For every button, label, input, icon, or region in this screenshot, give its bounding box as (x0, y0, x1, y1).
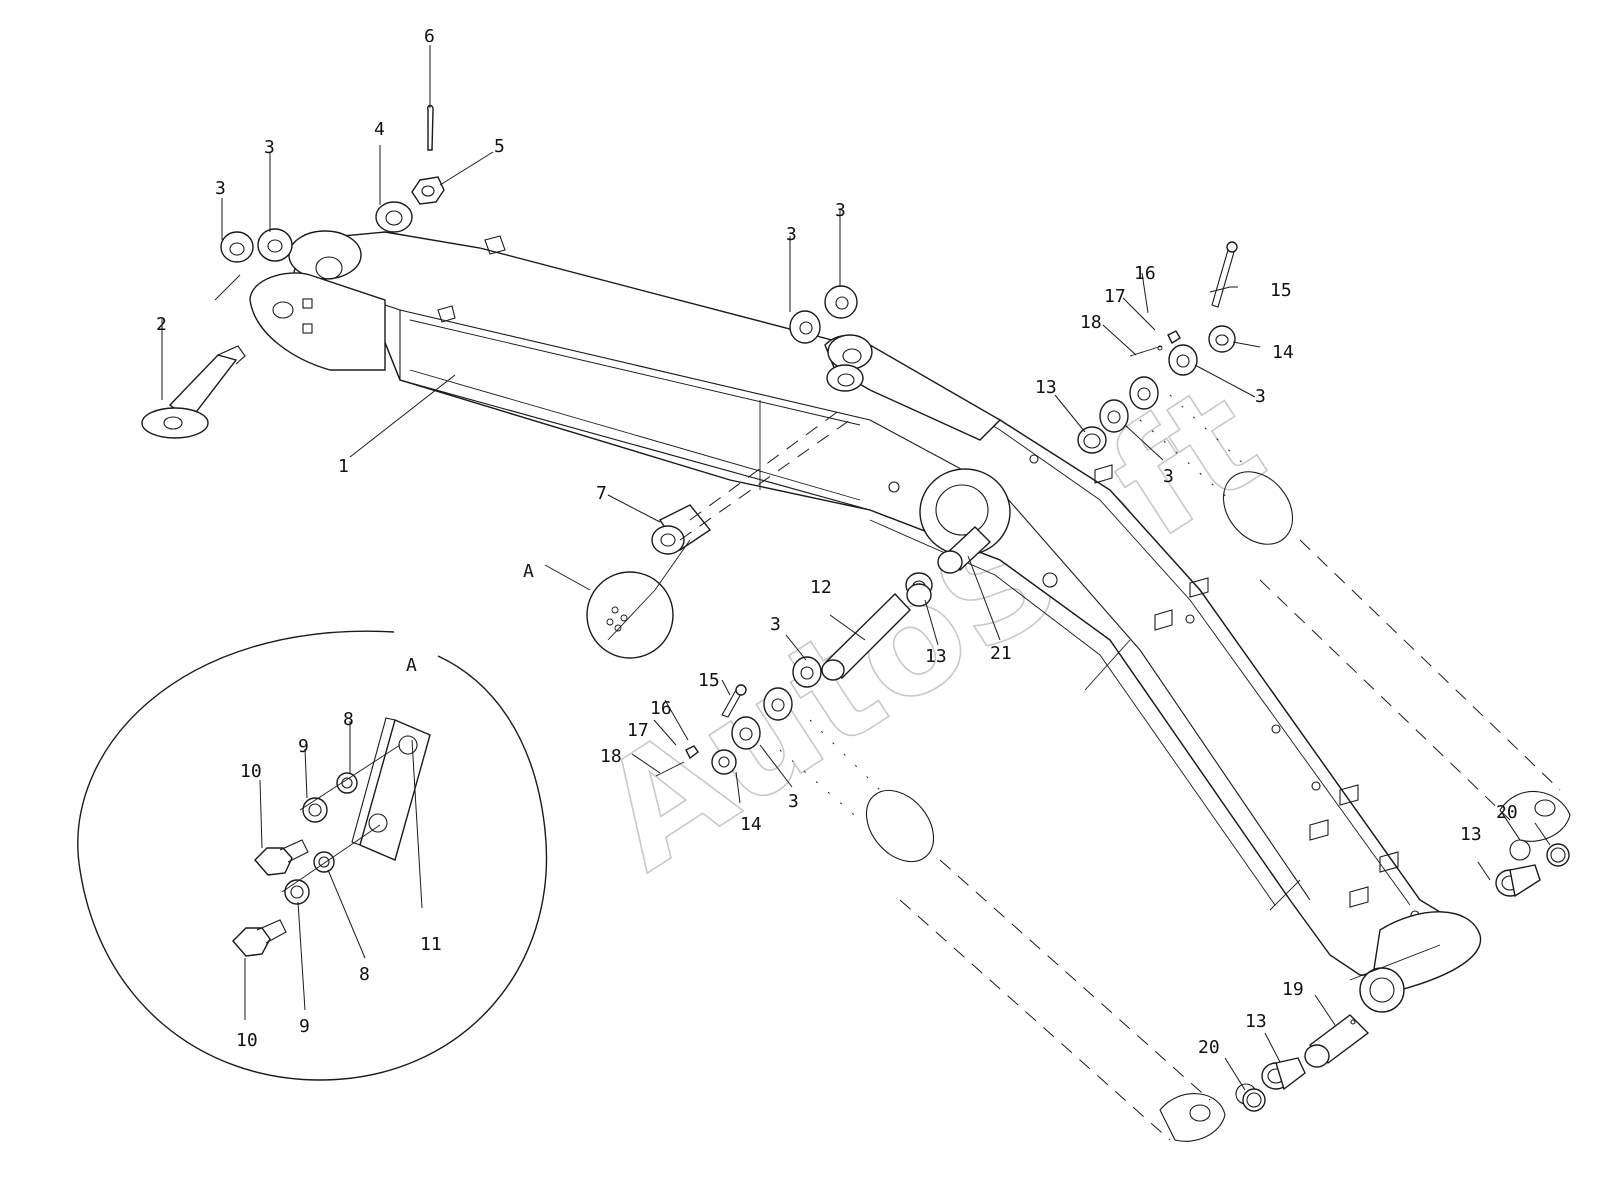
label-6: 6 (424, 26, 435, 47)
detail-callout-a (544, 539, 691, 659)
label-18: 18 (1080, 312, 1102, 333)
label-16: 16 (1134, 263, 1156, 284)
label-13: 13 (925, 646, 947, 667)
spacer-4 (375, 201, 413, 233)
label-3: 3 (1255, 386, 1266, 407)
label-13: 13 (1460, 824, 1482, 845)
label-3: 3 (835, 200, 846, 221)
detail-a-title: A (406, 655, 417, 676)
label-5: 5 (494, 136, 505, 157)
label-9: 9 (298, 736, 309, 757)
pin-retainer-set (375, 104, 445, 233)
label-13: 13 (1035, 377, 1057, 398)
label-17: 17 (1104, 286, 1126, 307)
cotter-pin-6 (426, 104, 434, 151)
label-20: 20 (1496, 802, 1518, 823)
label-20: 20 (1198, 1037, 1220, 1058)
label-3: 3 (1163, 466, 1174, 487)
label-15: 15 (1270, 280, 1292, 301)
label-3: 3 (788, 791, 799, 812)
detail-a-view (77, 630, 548, 1081)
foot-pin (141, 345, 246, 439)
label-3: 3 (215, 178, 226, 199)
label-7: 7 (596, 483, 607, 504)
label-8: 8 (343, 709, 354, 730)
castle-nut-5 (411, 176, 445, 205)
boom-nose-lug (1359, 967, 1405, 1013)
boom-structure (249, 230, 1482, 1013)
leader-lines (161, 45, 1551, 1091)
bushings-13 (906, 426, 1541, 1091)
lock-set-lower (655, 684, 747, 777)
thrust-washers (220, 228, 1198, 750)
part-labels: 1 2 3 3 3 3 3 3 3 3 3 3 4 5 6 7 8 8 9 9 … (156, 26, 1518, 1058)
label-3: 3 (786, 224, 797, 245)
bushing-21 (937, 526, 992, 574)
label-15: 15 (698, 670, 720, 691)
pin7-axis (689, 409, 841, 521)
label-8: 8 (359, 964, 370, 985)
label-12: 12 (810, 577, 832, 598)
ring-20-lower (1242, 1088, 1266, 1112)
bracket-pin-7 (651, 504, 712, 555)
label-10: 10 (240, 761, 262, 782)
label-3: 3 (264, 137, 275, 158)
label-16: 16 (650, 698, 672, 719)
label-11: 11 (420, 934, 442, 955)
label-9: 9 (299, 1016, 310, 1037)
label-4: 4 (374, 119, 385, 140)
label-3: 3 (770, 614, 781, 635)
label-14: 14 (1272, 342, 1294, 363)
callout-a-label: A (523, 561, 534, 582)
label-2: 2 (156, 314, 167, 335)
label-13: 13 (1245, 1011, 1267, 1032)
arm-pin-19 (1304, 1014, 1370, 1068)
label-17: 17 (627, 720, 649, 741)
lock-set-upper (1129, 241, 1238, 357)
cylinder-bracket-lug (827, 334, 873, 370)
label-18: 18 (600, 746, 622, 767)
label-21: 21 (990, 643, 1012, 664)
boom-cylinders-phantom (779, 394, 1571, 1142)
label-19: 19 (1282, 979, 1304, 1000)
label-14: 14 (740, 814, 762, 835)
label-1: 1 (338, 456, 349, 477)
label-10: 10 (236, 1030, 258, 1051)
boom-foot-lug-upper (288, 230, 362, 280)
ring-20-upper (1546, 843, 1570, 867)
